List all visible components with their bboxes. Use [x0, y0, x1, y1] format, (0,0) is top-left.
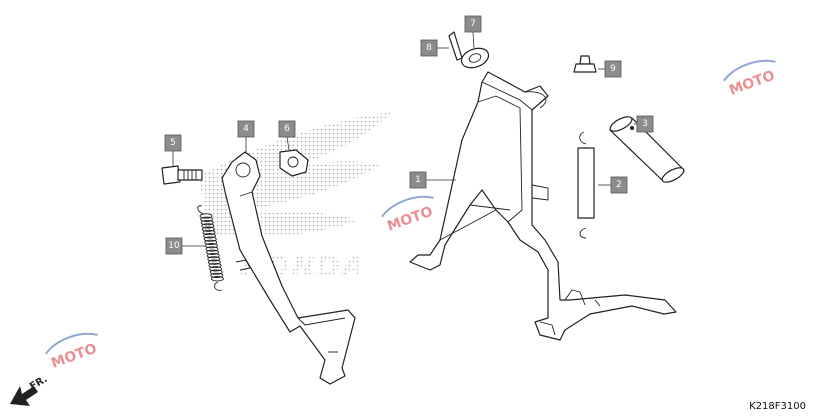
spring-coil	[203, 236, 217, 242]
spring-coil	[210, 276, 224, 282]
side-stand-nut	[279, 149, 309, 177]
main-stand-spring	[577, 131, 595, 239]
svg-text:4: 4	[243, 124, 249, 134]
spring-coil	[207, 259, 221, 265]
watermark-bottom-left: MOTO	[45, 332, 99, 372]
svg-text:2: 2	[616, 180, 622, 190]
callout-5: 5	[164, 134, 182, 152]
spring-coil	[201, 223, 215, 229]
front-arrow-icon	[10, 386, 38, 406]
callout-10: 10	[165, 237, 183, 255]
front-direction-indicator: FR.	[10, 374, 50, 406]
pivot-shaft	[609, 116, 685, 183]
callout-7: 7	[464, 15, 482, 33]
front-label: FR.	[28, 374, 50, 393]
spring-coil	[200, 219, 214, 226]
side-stand	[221, 151, 356, 385]
callout-6: 6	[278, 120, 296, 138]
spring-coil	[206, 252, 220, 259]
svg-text:9: 9	[610, 64, 616, 74]
callout-8: 8	[420, 39, 438, 57]
spring-coil	[206, 249, 220, 255]
spring-coil	[205, 246, 219, 252]
spring-coil	[207, 256, 221, 262]
svg-text:8: 8	[426, 43, 432, 53]
svg-text:3: 3	[642, 119, 648, 129]
spring-coil	[199, 213, 213, 219]
cotter-pin	[448, 31, 463, 61]
spring-coil	[204, 243, 218, 249]
svg-text:10: 10	[168, 241, 180, 251]
side-stand-spring	[197, 205, 224, 291]
svg-text:6: 6	[284, 124, 290, 134]
svg-text:1: 1	[415, 175, 421, 185]
svg-text:MOTO: MOTO	[727, 68, 777, 99]
spring-coil	[210, 272, 224, 279]
spring-coil	[208, 262, 222, 269]
washer	[460, 47, 490, 69]
diagram-code: K218F3100	[749, 401, 806, 412]
svg-text:7: 7	[470, 19, 476, 29]
callout-1: 1	[409, 171, 427, 189]
svg-text:MOTO: MOTO	[49, 341, 99, 372]
watermark-center: MOTO	[381, 195, 435, 235]
main-stand	[409, 71, 677, 341]
svg-text:MOTO: MOTO	[385, 204, 435, 235]
callout-2: 2	[610, 176, 628, 194]
spring-coil	[201, 226, 215, 232]
leader-lines	[172, 31, 637, 247]
callout-4: 4	[237, 120, 255, 138]
spring-coil	[202, 229, 216, 236]
spring-coil	[204, 239, 218, 246]
spring-coil	[203, 233, 217, 239]
spring-coil	[209, 266, 223, 272]
side-stand-bolt	[161, 165, 203, 185]
svg-text:5: 5	[170, 138, 176, 148]
grease-nipple	[573, 55, 597, 73]
spring-coil	[209, 269, 223, 275]
watermark-top-right: MOTO	[723, 59, 777, 99]
callout-3: 3	[636, 115, 654, 133]
callout-9: 9	[604, 60, 622, 78]
spring-coil	[200, 216, 214, 222]
